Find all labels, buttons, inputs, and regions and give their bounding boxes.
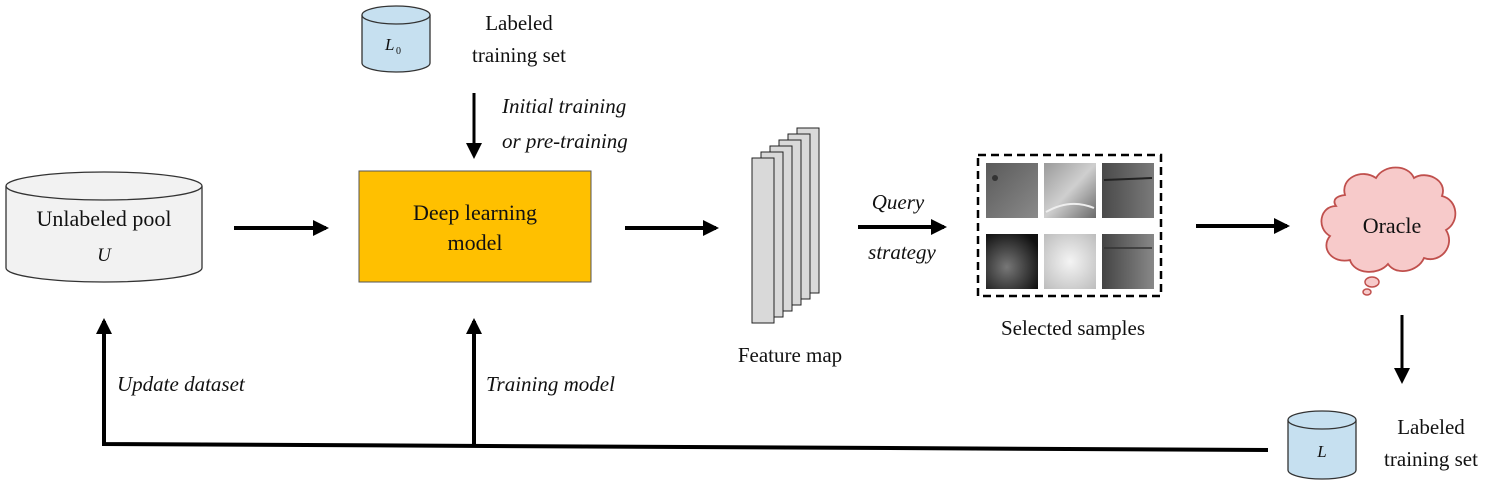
training-model-label: Training model <box>486 372 615 396</box>
labeled-set-l0-cylinder <box>361 5 431 73</box>
labeled-set-bottom-label-1: Labeled <box>1397 415 1465 439</box>
query-strategy-label-1: Query <box>872 190 925 214</box>
initial-training-label-2: or pre-training <box>502 129 628 153</box>
oracle-label: Oracle <box>1363 213 1422 238</box>
model-label-1: Deep learning <box>413 200 537 225</box>
feedback-update-dataset-line <box>96 318 1269 452</box>
initial-training-label-1: Initial training <box>501 94 626 118</box>
labeled-set-l-cylinder <box>1287 410 1357 480</box>
sample-image-5 <box>1044 234 1096 289</box>
l0-symbol: L <box>384 35 394 54</box>
selected-samples-label: Selected samples <box>1001 316 1145 340</box>
sample-image-6 <box>1102 234 1154 289</box>
unlabeled-pool-symbol: U <box>97 245 112 266</box>
model-label-2: model <box>448 230 503 255</box>
sample-image-3 <box>1102 163 1154 218</box>
sample-image-4 <box>986 234 1038 289</box>
oracle-cloud <box>1320 166 1457 296</box>
l-symbol: L <box>1316 442 1326 461</box>
sample-image-2 <box>1044 163 1096 218</box>
labeled-set-top-label-1: Labeled <box>485 11 553 35</box>
unlabeled-pool-title: Unlabeled pool <box>36 206 171 231</box>
feature-map-stack <box>751 127 820 324</box>
labeled-set-top-label-2: training set <box>472 43 566 67</box>
unlabeled-pool-cylinder <box>5 171 203 283</box>
l0-subscript: 0 <box>396 46 401 57</box>
labeled-set-bottom-label-2: training set <box>1384 447 1478 471</box>
update-dataset-label: Update dataset <box>117 372 246 396</box>
model-box <box>358 170 592 283</box>
sample-image-1 <box>986 163 1038 218</box>
query-strategy-label-2: strategy <box>868 240 936 264</box>
feature-map-label: Feature map <box>738 343 842 367</box>
